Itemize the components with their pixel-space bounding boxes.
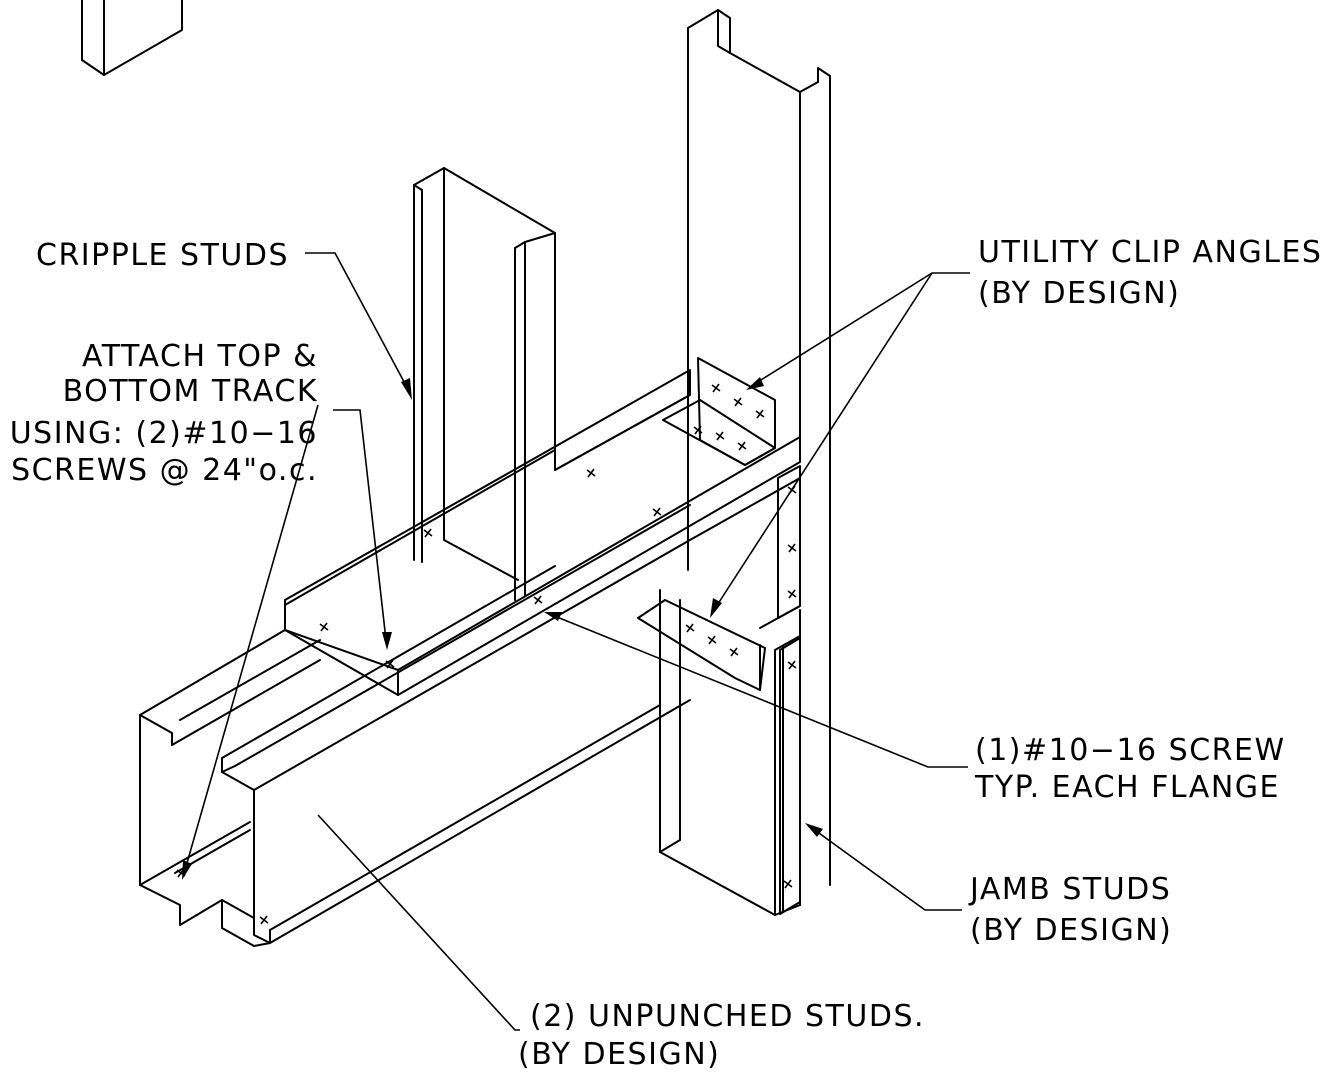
label-unpunched-line2: (BY DESIGN) [518,1037,720,1072]
label-attach-line2: BOTTOM TRACK [63,374,318,409]
screw-mark [755,409,765,419]
screw-mark [259,915,269,925]
screw-mark [707,635,717,645]
screw-mark [787,660,797,670]
screw-mark [733,397,743,407]
screw-mark [715,431,725,441]
screw-mark [783,879,793,889]
label-attach-line3: USING: (2)#10−16 [10,416,318,451]
screw-mark [652,507,662,517]
utility-clip-angle-upper [662,357,776,466]
screw-mark [787,589,797,599]
label-utility-line2: (BY DESIGN) [978,276,1180,311]
label-attach-line4: SCREWS @ 24"o.c. [11,453,318,488]
label-jamb-line1: JAMB STUDS [968,872,1171,907]
leader-attach-track [182,404,392,880]
leader-screw [544,612,968,768]
screw-mark [685,623,695,633]
screw-mark [711,383,721,393]
jamb-flange-plate-upper [777,465,801,619]
label-utility-line1: UTILITY CLIP ANGLES [978,235,1322,270]
header-track [284,369,801,696]
screw-mark [586,468,596,478]
cripple-stud [413,167,556,601]
screw-mark [729,647,739,657]
screw-mark [423,528,433,538]
screw-mark [533,595,543,605]
label-cripple-studs: CRIPPLE STUDS [36,238,289,273]
screw-mark [693,425,703,435]
unpunched-studs-header [139,477,801,947]
upper-stud-fragment [81,0,183,76]
screw-mark [319,622,329,632]
screw-mark [385,659,395,669]
label-screw-line2: TYP. EACH FLANGE [974,770,1280,805]
leader-jamb-studs [805,823,962,911]
leader-unpunched-studs [317,814,520,1031]
leader-utility-clip-angles [710,272,970,618]
utility-clip-angle-lower [637,599,766,691]
leader-cripple-studs [305,252,412,400]
screw-mark [787,543,797,553]
label-attach-line1: ATTACH TOP & [82,339,318,374]
label-screw-line1: (1)#10−16 SCREW [975,733,1286,768]
label-jamb-line2: (BY DESIGN) [970,913,1172,948]
screw-mark [737,441,747,451]
label-unpunched-line1: (2) UNPUNCHED STUDS. [530,999,925,1034]
jamb-flange-plate-lower [779,637,801,915]
